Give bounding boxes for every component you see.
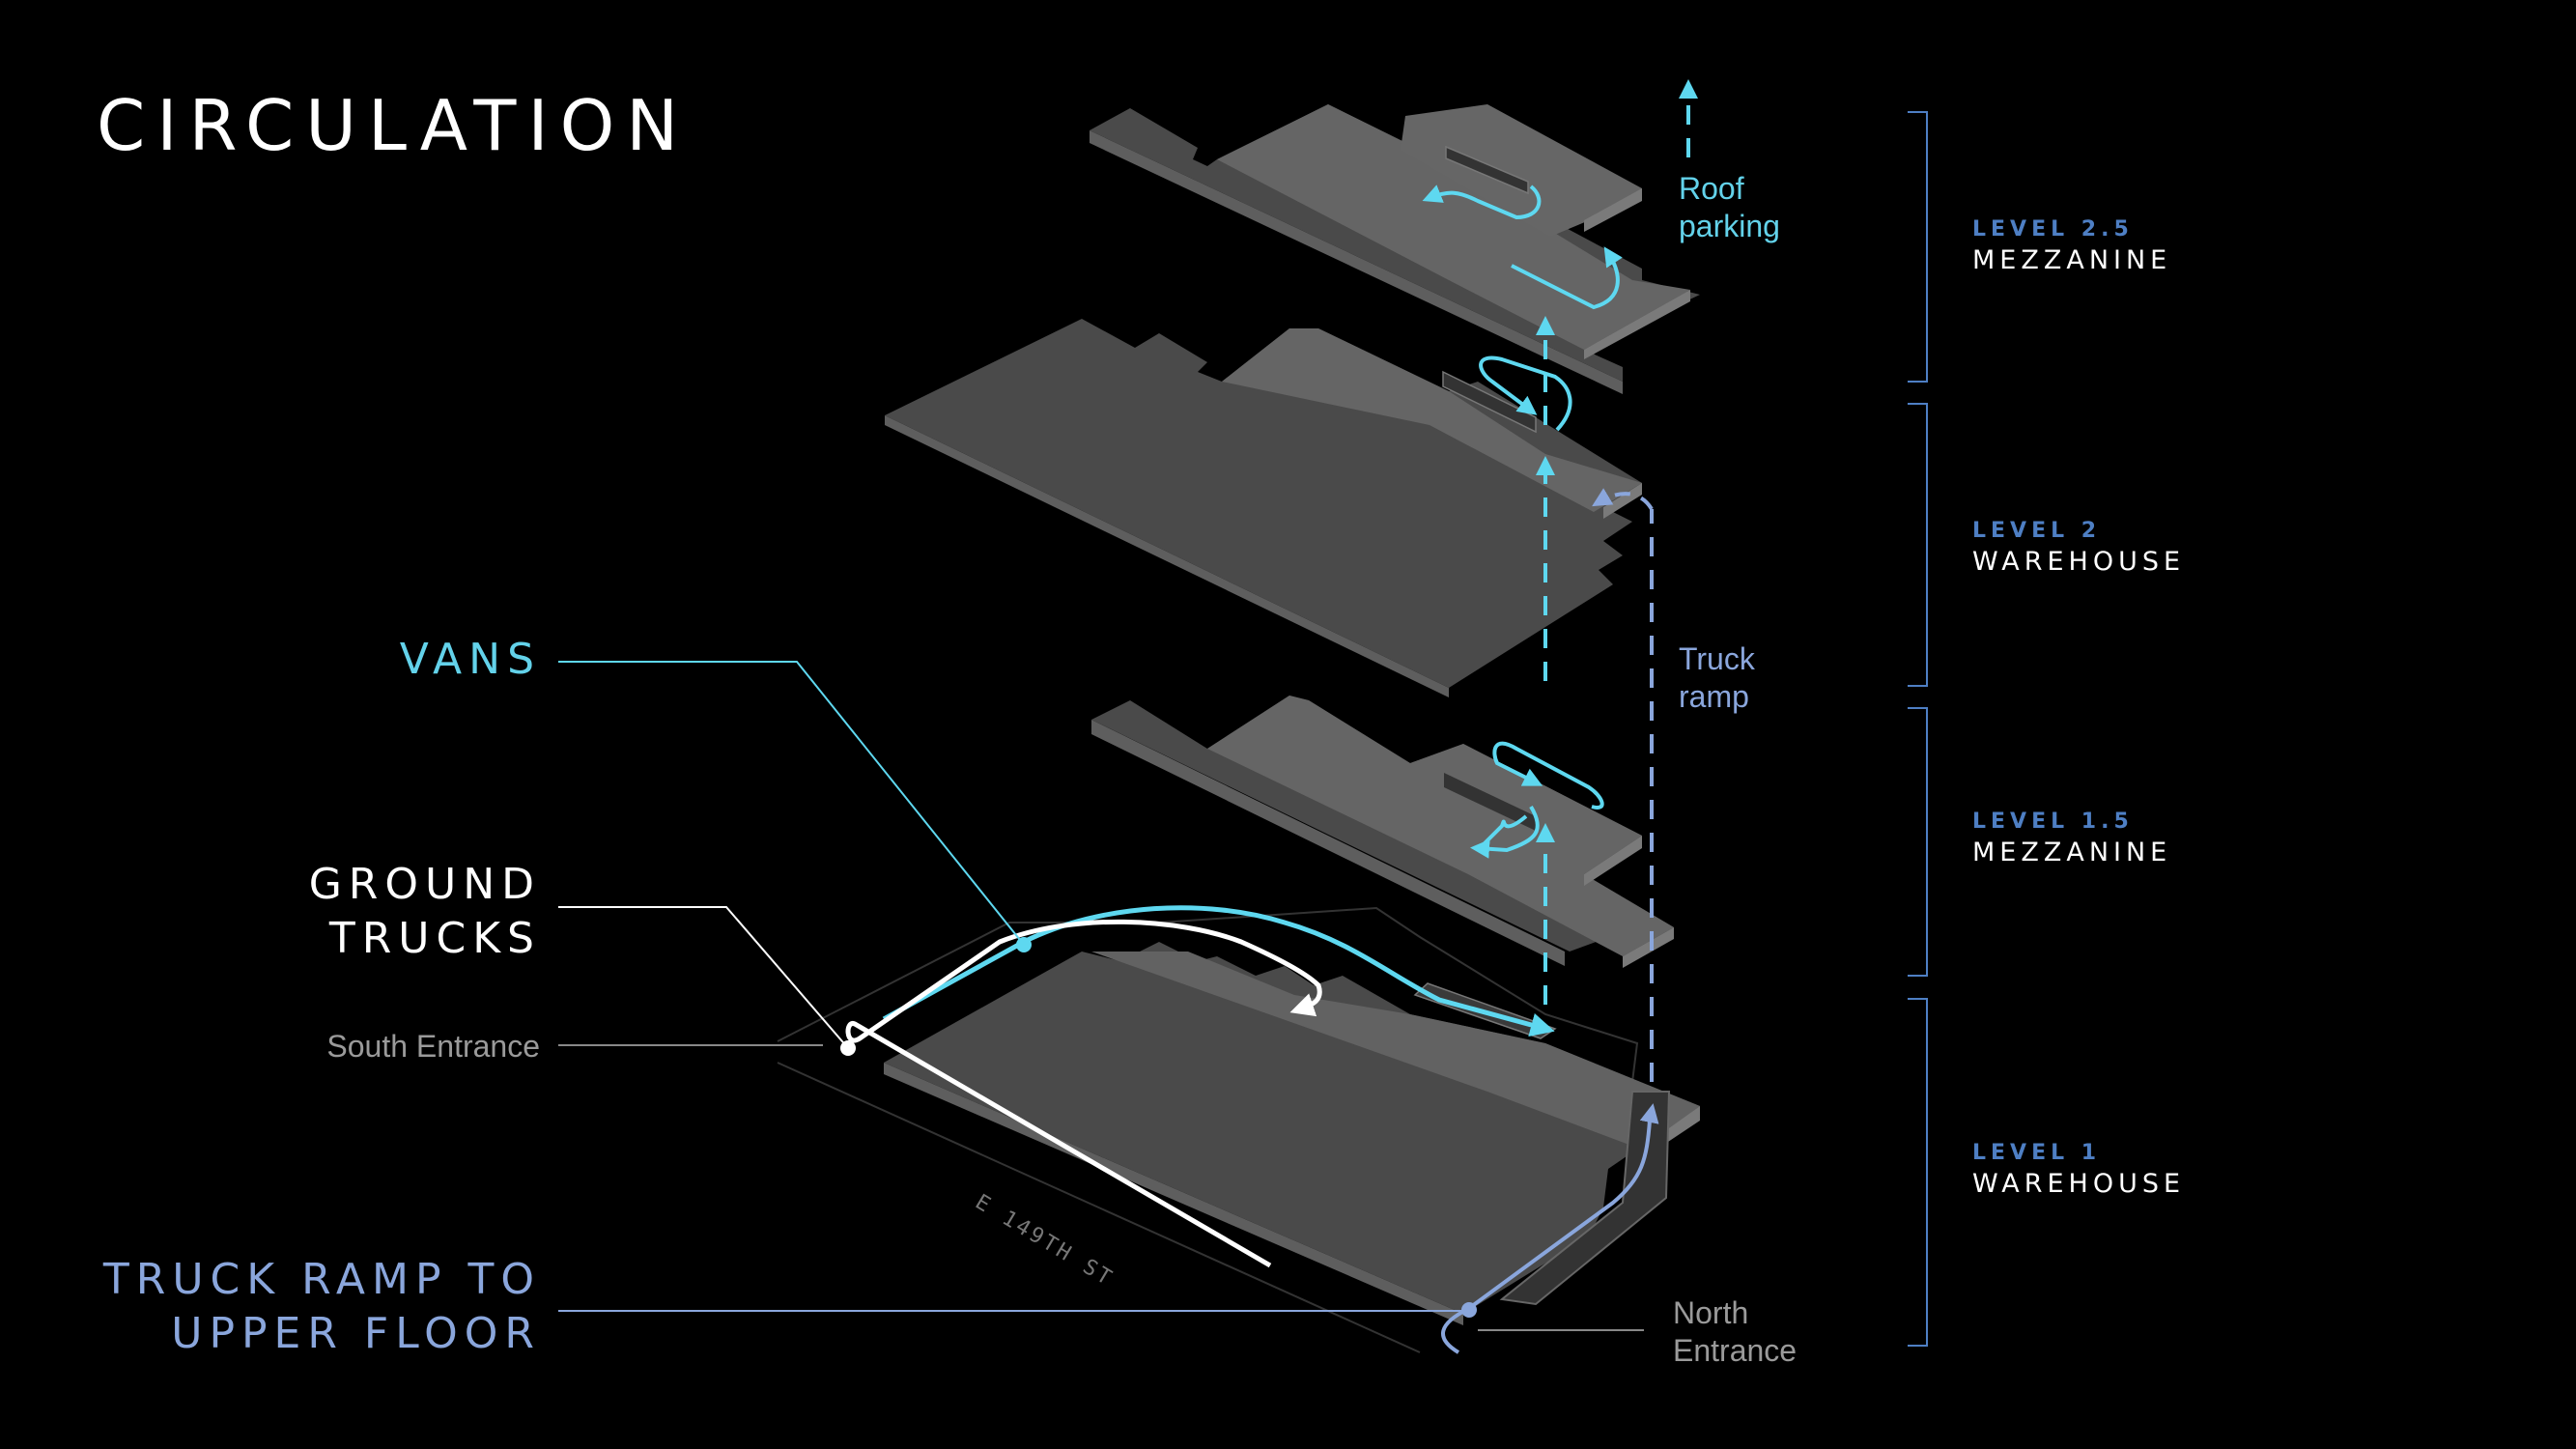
north-entrance-dot [1461,1302,1477,1318]
level-name: MEZZANINE [1972,245,2172,275]
north-entrance-line2: Entrance [1673,1333,1798,1368]
bracket-level-1-5 [1908,707,1928,977]
ground-trucks-path [845,919,1322,1268]
north-entrance-line1: North [1673,1295,1749,1330]
mezzanine-25-light [1217,104,1690,350]
truck-ramp-annotation: Truck ramp [1679,640,1755,716]
ground-trucks-callout: GROUND TRUCKS [309,858,541,966]
vans-route [882,79,1698,1037]
level-brackets [1908,111,1928,1347]
vans-ground-path [882,905,1555,1037]
ground-trucks-label-line1: GROUND [308,860,541,909]
level-2-5-slab [1090,104,1700,394]
page-title: CIRCULATION [97,85,691,166]
roof-parking-line2: parking [1679,209,1780,243]
leader-lines [558,661,1644,1331]
vans-callout: VANS [400,633,541,687]
truck-ramp-turn [1592,488,1654,511]
ground-floor-plate-light [1091,952,1700,1150]
vans-2-helix [1479,355,1572,432]
bracket-level-2-5 [1908,111,1928,383]
north-entrance-label: North Entrance [1673,1294,1797,1370]
vans-25-top [1422,185,1542,220]
vans-15-helix [1492,741,1604,810]
level-name: MEZZANINE [1972,838,2172,867]
truck-ramp-annotation-line1: Truck [1679,641,1755,676]
level-number: LEVEL 1 [1972,1141,2102,1165]
bracket-level-1 [1908,998,1928,1347]
level-number: LEVEL 2 [1972,519,2102,543]
level-label-2-5: LEVEL 2.5 MEZZANINE [1972,216,2171,278]
truck-ramp-route [1441,488,1659,1354]
level-2-slab [885,319,1642,697]
level-label-1-5: LEVEL 1.5 MEZZANINE [1972,809,2171,870]
level-1-slab [777,906,1700,1353]
bracket-level-2 [1908,403,1928,687]
level-number: LEVEL 2.5 [1972,217,2134,242]
roof-parking-label: Roof parking [1679,170,1780,245]
level-label-1: LEVEL 1 WAREHOUSE [1972,1140,2185,1202]
level-label-2: LEVEL 2 WAREHOUSE [1972,518,2185,580]
level-1-5-slab [1091,696,1674,968]
truck-ramp-path [1441,1103,1659,1354]
roof-parking-line1: Roof [1679,171,1744,206]
truck-ramp-label-line1: TRUCK RAMP TO [102,1255,541,1304]
truck-ramp-label-line2: UPPER FLOOR [171,1309,541,1358]
vans-15-exit [1470,805,1540,859]
level-name: WAREHOUSE [1972,1169,2186,1199]
vans-label: VANS [399,635,541,684]
ground-trucks-leader [558,906,849,1049]
level-name: WAREHOUSE [1972,547,2186,577]
truck-ramp-callout: TRUCK RAMP TO UPPER FLOOR [103,1253,541,1361]
vans-25-helix [1511,246,1623,310]
street-edge [777,1062,1421,1353]
truck-ramp-annotation-line2: ramp [1679,679,1749,714]
vans-leader [558,661,1025,946]
site-outline [777,906,1639,1083]
mezzanine-15-light [1207,696,1674,956]
vans-15-loop [1476,814,1528,852]
level-number: LEVEL 1.5 [1972,810,2134,834]
south-entrance-label: South Entrance [326,1029,540,1064]
ground-trucks-label-line2: TRUCKS [328,914,541,963]
